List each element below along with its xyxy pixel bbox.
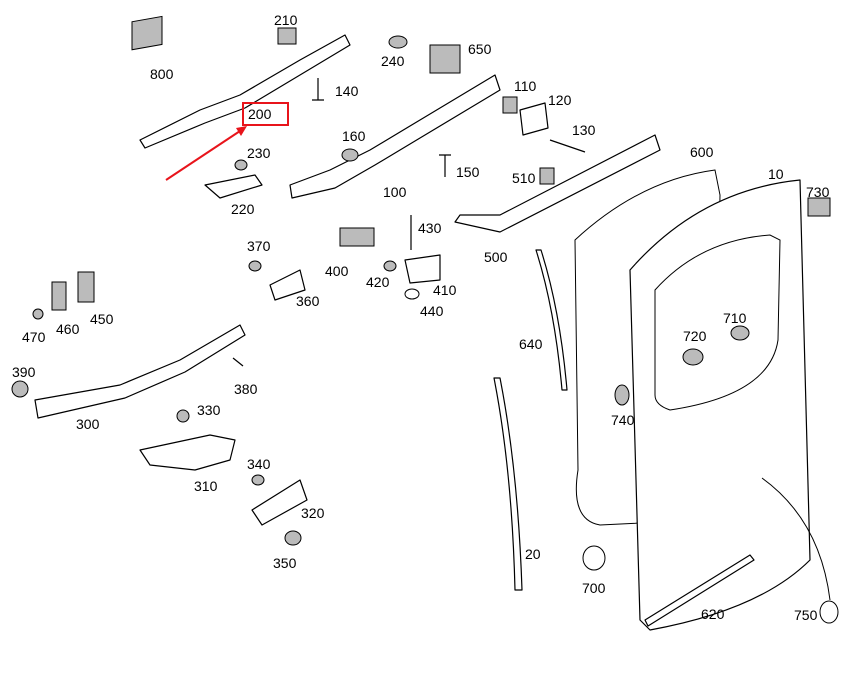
label-340[interactable]: 340 — [247, 456, 271, 472]
part-370-bolt — [248, 260, 262, 272]
label-240[interactable]: 240 — [381, 53, 405, 69]
part-400-roller — [339, 227, 375, 247]
part-720-button — [682, 348, 704, 366]
part-300-rail — [34, 324, 246, 419]
part-labels: 210 800 240 650 140 200 110 120 130 160 … — [12, 12, 830, 623]
part-140-screw — [312, 78, 324, 101]
label-130[interactable]: 130 — [572, 122, 596, 138]
part-740-clip — [614, 384, 630, 406]
label-450[interactable]: 450 — [90, 311, 114, 327]
part-230-bolt — [234, 159, 248, 171]
part-450-latch — [77, 271, 95, 303]
label-620[interactable]: 620 — [701, 606, 725, 622]
part-320-bracket — [251, 479, 308, 526]
label-410[interactable]: 410 — [433, 282, 457, 298]
label-160[interactable]: 160 — [342, 128, 366, 144]
part-150-screw — [439, 154, 451, 177]
door-window — [654, 234, 781, 411]
label-220[interactable]: 220 — [231, 201, 255, 217]
label-460[interactable]: 460 — [56, 321, 80, 337]
label-600[interactable]: 600 — [690, 144, 714, 160]
label-800[interactable]: 800 — [150, 66, 174, 82]
label-640[interactable]: 640 — [519, 336, 543, 352]
part-800-pad — [131, 15, 163, 51]
label-710[interactable]: 710 — [723, 310, 747, 326]
part-700-plug — [582, 545, 606, 571]
part-10-door — [629, 179, 811, 631]
part-410-bracket — [404, 254, 441, 284]
part-640-strip — [535, 249, 568, 391]
part-510-clip — [539, 167, 555, 185]
label-200[interactable]: 200 — [248, 106, 272, 122]
label-100[interactable]: 100 — [383, 184, 407, 200]
label-110[interactable]: 110 — [514, 78, 537, 94]
label-230[interactable]: 230 — [247, 145, 271, 161]
part-20-strip — [493, 377, 523, 591]
part-220-bracket — [204, 174, 263, 199]
part-120-plate — [519, 102, 549, 136]
part-200-rail — [139, 34, 351, 149]
part-380-bolt — [232, 357, 244, 367]
part-360-bracket — [269, 269, 306, 301]
part-100-rail — [289, 74, 501, 199]
label-150[interactable]: 150 — [456, 164, 480, 180]
label-350[interactable]: 350 — [273, 555, 297, 571]
label-310[interactable]: 310 — [194, 478, 218, 494]
part-210-clip — [277, 27, 297, 45]
label-20[interactable]: 20 — [525, 546, 541, 562]
highlight-arrow-head — [236, 126, 247, 136]
leader-750 — [761, 477, 831, 601]
part-440-clip — [404, 288, 420, 300]
part-310-hinge — [139, 434, 236, 471]
label-510[interactable]: 510 — [512, 170, 536, 186]
part-130-bolt — [549, 139, 586, 153]
part-500-rail — [454, 134, 661, 233]
label-470[interactable]: 470 — [22, 329, 46, 345]
label-440[interactable]: 440 — [420, 303, 444, 319]
part-240-grommet — [388, 35, 408, 49]
part-390-bumper — [11, 380, 29, 398]
part-710-button — [730, 325, 750, 341]
label-400[interactable]: 400 — [325, 263, 349, 279]
part-110-clip — [502, 96, 518, 114]
label-360[interactable]: 360 — [296, 293, 320, 309]
label-430[interactable]: 430 — [418, 220, 442, 236]
part-620-strip — [644, 554, 755, 627]
label-120[interactable]: 120 — [548, 92, 572, 108]
highlight-arrow-line — [165, 130, 241, 181]
part-340-bolt — [251, 474, 265, 486]
label-10[interactable]: 10 — [768, 166, 784, 182]
label-720[interactable]: 720 — [683, 328, 707, 344]
part-350-bolt — [284, 530, 302, 546]
label-330[interactable]: 330 — [197, 402, 221, 418]
label-730[interactable]: 730 — [806, 184, 830, 200]
label-500[interactable]: 500 — [484, 249, 508, 265]
label-390[interactable]: 390 — [12, 364, 36, 380]
label-380[interactable]: 380 — [234, 381, 258, 397]
part-730-cap — [807, 197, 831, 217]
label-210[interactable]: 210 — [274, 12, 298, 28]
part-330-bolt — [176, 409, 190, 423]
part-drawings — [11, 15, 839, 631]
label-750[interactable]: 750 — [794, 607, 818, 623]
label-320[interactable]: 320 — [301, 505, 325, 521]
label-740[interactable]: 740 — [611, 412, 635, 428]
label-650[interactable]: 650 — [468, 41, 492, 57]
part-460-latch — [51, 281, 67, 311]
label-370[interactable]: 370 — [247, 238, 271, 254]
part-160-nut — [341, 148, 359, 162]
part-650-bracket — [429, 44, 461, 74]
label-420[interactable]: 420 — [366, 274, 390, 290]
label-700[interactable]: 700 — [582, 580, 606, 596]
label-300[interactable]: 300 — [76, 416, 100, 432]
part-750-plug — [819, 600, 839, 624]
highlight-box — [242, 102, 289, 126]
label-140[interactable]: 140 — [335, 83, 359, 99]
part-420-nut — [383, 260, 397, 272]
part-470-screw — [32, 308, 44, 320]
